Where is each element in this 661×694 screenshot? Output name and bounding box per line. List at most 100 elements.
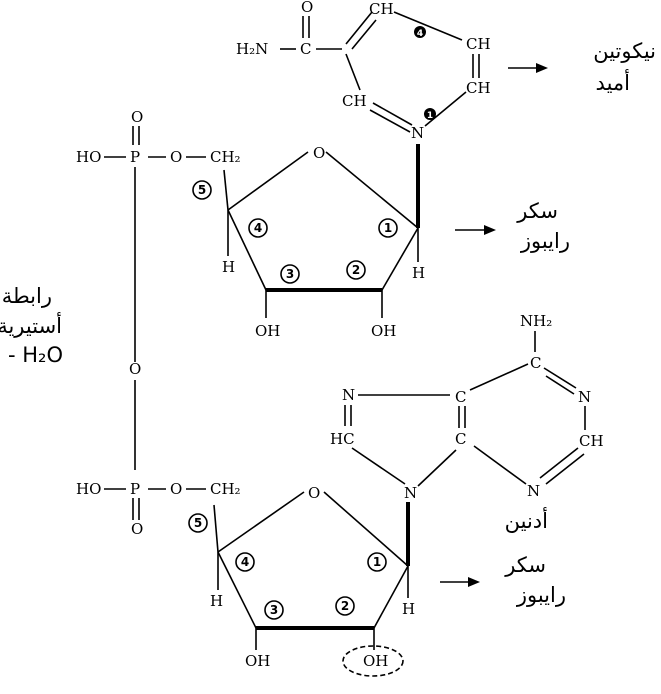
bond bbox=[217, 491, 305, 553]
circled-number-1 bbox=[378, 218, 398, 238]
circled-number-4 bbox=[235, 552, 255, 572]
circled-number-5-label: 5 bbox=[198, 183, 206, 197]
circled-number-3-label: 3 bbox=[270, 603, 278, 617]
bond bbox=[345, 53, 361, 91]
nitrogen: N bbox=[578, 388, 591, 406]
circled-number-1-label: 1 bbox=[384, 221, 392, 235]
ch-atom: CH bbox=[579, 432, 604, 450]
circled-number-1 bbox=[367, 552, 387, 572]
ring-oxygen: O bbox=[308, 484, 320, 502]
ring-marker-1 bbox=[424, 108, 436, 120]
bond bbox=[345, 11, 373, 45]
circled-number-5 bbox=[188, 513, 208, 533]
bond bbox=[369, 109, 411, 133]
amide-oxygen: O bbox=[301, 0, 313, 16]
ring-ch-left: CH bbox=[342, 92, 367, 110]
circled-number-4-label: 4 bbox=[254, 221, 262, 235]
bond bbox=[351, 447, 406, 485]
bond bbox=[213, 504, 219, 553]
bond bbox=[469, 363, 529, 391]
nitrogen: N bbox=[342, 386, 355, 404]
adenine-group: NH₂ C N CH N C C N HC N أدنين bbox=[330, 312, 604, 533]
carbon: C bbox=[455, 430, 466, 448]
bond bbox=[223, 169, 229, 211]
ring-ch-right2: CH bbox=[466, 79, 491, 97]
ring-oxygen: O bbox=[313, 144, 325, 162]
nitrogen: N bbox=[527, 482, 540, 500]
bond bbox=[217, 551, 257, 629]
nicotinamide-label-2: أميد bbox=[596, 69, 630, 95]
carbon: C bbox=[530, 354, 541, 372]
ring-ch-right1: CH bbox=[466, 35, 491, 53]
bond bbox=[351, 19, 377, 50]
arrow-head bbox=[468, 577, 480, 587]
ring-ch-top: CH bbox=[369, 0, 394, 18]
water-loss-label: - H₂O bbox=[8, 343, 63, 367]
upper-phosphate: HO P O O CH₂ bbox=[76, 108, 241, 362]
amide-carbon: C bbox=[300, 40, 311, 58]
circled-number-5-label: 5 bbox=[194, 516, 202, 530]
circled-number-3-label: 3 bbox=[286, 267, 294, 281]
ring-marker-1-label: 1 bbox=[427, 111, 433, 121]
oxygen: O bbox=[131, 520, 143, 538]
arrow-head bbox=[484, 225, 496, 235]
bond bbox=[372, 102, 413, 126]
hc-atom: HC bbox=[330, 430, 355, 448]
pyridinium-n: N bbox=[411, 124, 424, 142]
ring-marker-4-label: 4 bbox=[417, 29, 423, 39]
ribose-label-2: رايبوز bbox=[520, 229, 570, 253]
ester-bond-label-2: أستيرية bbox=[0, 312, 62, 338]
bond bbox=[545, 375, 575, 395]
bond bbox=[393, 11, 463, 41]
lower-phosphate: HO P O O CH₂ bbox=[76, 480, 241, 538]
lower-ribose: O H H OH OH 5 4 1 3 2 سكر رايبوز bbox=[188, 484, 566, 677]
bond bbox=[545, 453, 585, 485]
ch2-atom: CH₂ bbox=[210, 148, 241, 166]
bond bbox=[227, 209, 267, 291]
circled-number-5 bbox=[192, 180, 212, 200]
h-atom: H bbox=[210, 592, 223, 610]
h-atom: H bbox=[222, 258, 235, 276]
circled-number-3 bbox=[264, 600, 284, 620]
nitrogen-9: N bbox=[404, 484, 417, 502]
circled-number-3 bbox=[280, 264, 300, 284]
h2n-atom: H₂N bbox=[236, 40, 268, 58]
circled-number-2-label: 2 bbox=[341, 599, 349, 613]
phosphorus: P bbox=[130, 148, 140, 166]
bond bbox=[543, 367, 577, 389]
ribose-label: سكر bbox=[516, 199, 558, 223]
arrow-head bbox=[536, 63, 548, 73]
h-atom: H bbox=[402, 600, 415, 618]
oh-atom: OH bbox=[371, 322, 396, 340]
bond bbox=[417, 449, 457, 487]
ribose-label: سكر bbox=[504, 553, 546, 577]
upper-ribose: O H H OH OH 5 4 1 3 2 سكر رايبوز bbox=[192, 144, 570, 340]
ribose-label-2: رايبوز bbox=[516, 583, 566, 607]
ring-marker-4 bbox=[414, 26, 426, 38]
bond bbox=[424, 91, 467, 127]
carbon: C bbox=[455, 388, 466, 406]
oh-atom: OH bbox=[245, 652, 270, 670]
circled-number-4 bbox=[248, 218, 268, 238]
highlight-circle-2-prime-oh bbox=[342, 645, 404, 677]
nicotinamide-group: H₂N C O CH CH N CH CH 4 1 نيكوتين أميد bbox=[236, 0, 656, 142]
bond bbox=[381, 227, 419, 291]
circled-number-1-label: 1 bbox=[373, 555, 381, 569]
adenine-label: أدنين bbox=[505, 507, 548, 533]
oh-2-prime: OH bbox=[363, 652, 388, 670]
ester-link: O رابطة أستيرية - H₂O bbox=[0, 284, 141, 470]
oh-atom: OH bbox=[255, 322, 280, 340]
bond bbox=[473, 445, 527, 485]
oxygen: O bbox=[170, 148, 182, 166]
h-atom: H bbox=[412, 264, 425, 282]
bond bbox=[227, 151, 309, 211]
ho-atom: HO bbox=[76, 148, 101, 166]
ester-bond-label: رابطة bbox=[2, 284, 52, 308]
circled-number-4-label: 4 bbox=[241, 555, 249, 569]
bond bbox=[325, 151, 419, 229]
oxygen: O bbox=[170, 480, 182, 498]
nicotinamide-label: نيكوتين bbox=[593, 39, 656, 63]
bond bbox=[323, 491, 409, 567]
oxygen: O bbox=[131, 108, 143, 126]
circled-number-2 bbox=[346, 260, 366, 280]
